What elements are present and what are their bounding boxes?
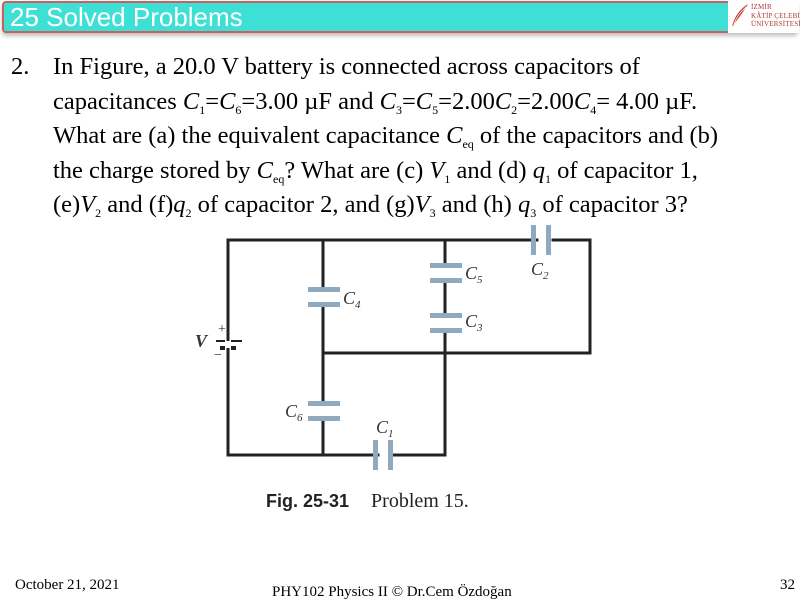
label-c2: C2 (531, 259, 549, 282)
circuit-diagram: V + − C4 C5 C3 C2 C6 C1 (195, 225, 592, 470)
capacitor-c1-plate-left (373, 440, 378, 470)
capacitor-c3-plate-top (430, 313, 462, 318)
battery-icon (216, 325, 242, 370)
problem-number: 2. (11, 53, 30, 80)
problem-line-1: In Figure, a 20.0 V battery is connected… (53, 53, 640, 80)
battery-label: V (195, 331, 209, 351)
problem-line-5: (e)V2 and (f)q2 of capacitor 2, and (g)V… (53, 191, 688, 220)
capacitor-c2-plate-right (546, 225, 551, 255)
footer-course: PHY102 Physics II © Dr.Cem Özdoğan (272, 584, 512, 600)
battery-minus: − (214, 348, 222, 363)
capacitor-c5-plate-top (430, 263, 462, 268)
capacitor-c4-plate-top (308, 287, 340, 292)
figure-number: Fig. 25-31 (266, 491, 350, 511)
problem-line-2: capacitances C1=C6=3.00 µF and C3=C5=2.0… (53, 87, 698, 117)
label-c6: C6 (285, 401, 303, 424)
capacitor-c2-plate-left (531, 225, 536, 255)
university-logo: İZMİR KÂTİP ÇELEBİ ÜNİVERSİTESİ (728, 1, 800, 33)
slide-title: 25 Solved Problems (10, 2, 243, 32)
logo-line-3: ÜNİVERSİTESİ (751, 20, 800, 28)
battery-plus: + (218, 322, 226, 337)
capacitor-c1-plate-right (388, 440, 393, 470)
wire-top-right (551, 238, 592, 355)
footer-date: October 21, 2021 (15, 577, 120, 593)
logo-line-2: KÂTİP ÇELEBİ (751, 11, 800, 20)
label-c1: C1 (376, 417, 394, 440)
figure-caption-text: Problem 15. (371, 490, 469, 512)
problem-line-4: the charge stored by Ceq? What are (c) V… (53, 156, 698, 186)
problem-line-3: What are (a) the equivalent capacitance … (53, 122, 719, 151)
capacitor-c6-plate-bottom (308, 416, 340, 421)
quill-icon (732, 4, 748, 27)
slide-number: 32 (780, 577, 795, 593)
logo-line-1: İZMİR (751, 3, 772, 11)
label-c5: C5 (465, 263, 483, 286)
capacitor-c4-plate-bottom (308, 302, 340, 307)
figure-caption: Fig. 25-31 Problem 15. (266, 490, 469, 513)
label-c3: C3 (465, 311, 483, 334)
slide-title-bar: 25 Solved Problems (2, 1, 798, 33)
capacitor-c3-plate-bottom (430, 328, 462, 333)
label-c4: C4 (343, 288, 361, 311)
capacitor-c5-plate-bottom (430, 278, 462, 283)
capacitor-c6-plate-top (308, 401, 340, 406)
